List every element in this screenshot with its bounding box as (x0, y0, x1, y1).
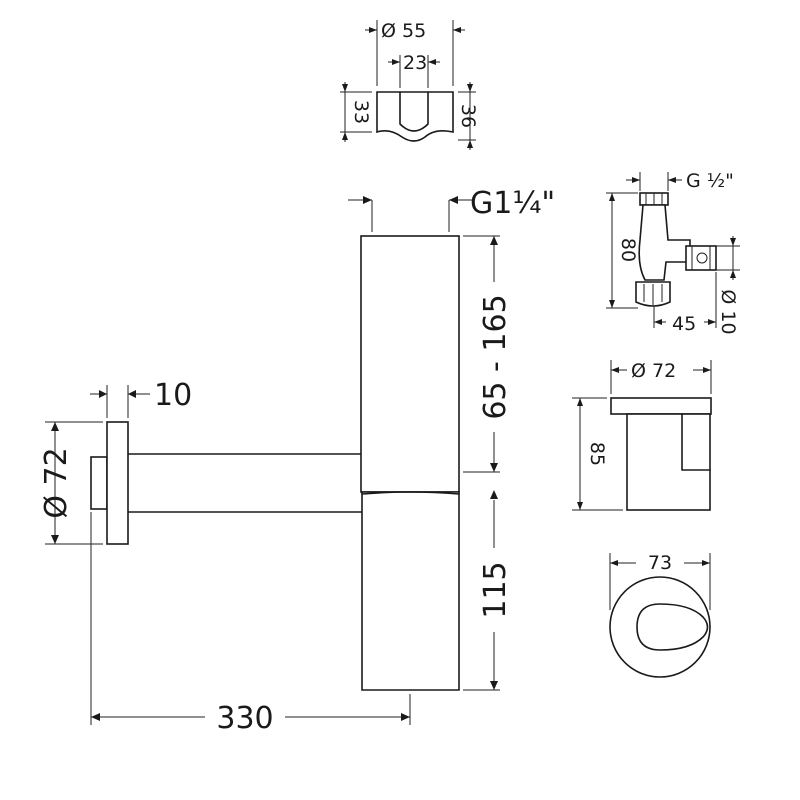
upper-cylinder (360, 235, 460, 493)
lower-cup (361, 491, 460, 691)
main-length-label: 330 (216, 701, 273, 736)
cap-side-height-label: 85 (586, 442, 608, 466)
main-view: G1¼" 10 Ø 72 65 - 165 115 (39, 186, 555, 736)
top-view-slot (399, 91, 429, 132)
top-width-inner-label: 23 (403, 52, 427, 74)
valve-dia-label: Ø 10 (717, 289, 739, 334)
top-view-body (376, 91, 454, 142)
main-thread-label: G1¼" (470, 186, 555, 221)
valve-thread-label: G ½" (686, 170, 734, 192)
cap-top-plate (610, 397, 712, 415)
main-upper-height-label: 65 - 165 (478, 294, 513, 419)
main-flange-dia-label: Ø 72 (39, 447, 74, 518)
main-flange-thickness-label: 10 (154, 378, 192, 413)
cap-body (626, 413, 711, 511)
cap-knob (636, 603, 709, 651)
top-height-left-label: 33 (350, 100, 372, 124)
valve-body (638, 204, 691, 281)
cap-side-dia-label: Ø 72 (631, 360, 676, 382)
wall-flange (106, 421, 129, 545)
top-height-right-label: 36 (457, 104, 479, 128)
cap-front-view: 73 (609, 552, 711, 678)
main-lower-height-label: 115 (478, 561, 513, 618)
top-dia-outer-label: Ø 55 (381, 20, 426, 42)
cap-front-width-label: 73 (648, 552, 672, 574)
top-view: Ø 55 23 33 36 (340, 20, 479, 150)
valve-height-label: 80 (617, 238, 639, 262)
wall-stub (90, 456, 108, 510)
valve-view: G ½" 80 45 Ø 10 (606, 170, 740, 335)
valve-width-label: 45 (672, 313, 696, 335)
cap-side-view: Ø 72 85 (572, 360, 712, 511)
